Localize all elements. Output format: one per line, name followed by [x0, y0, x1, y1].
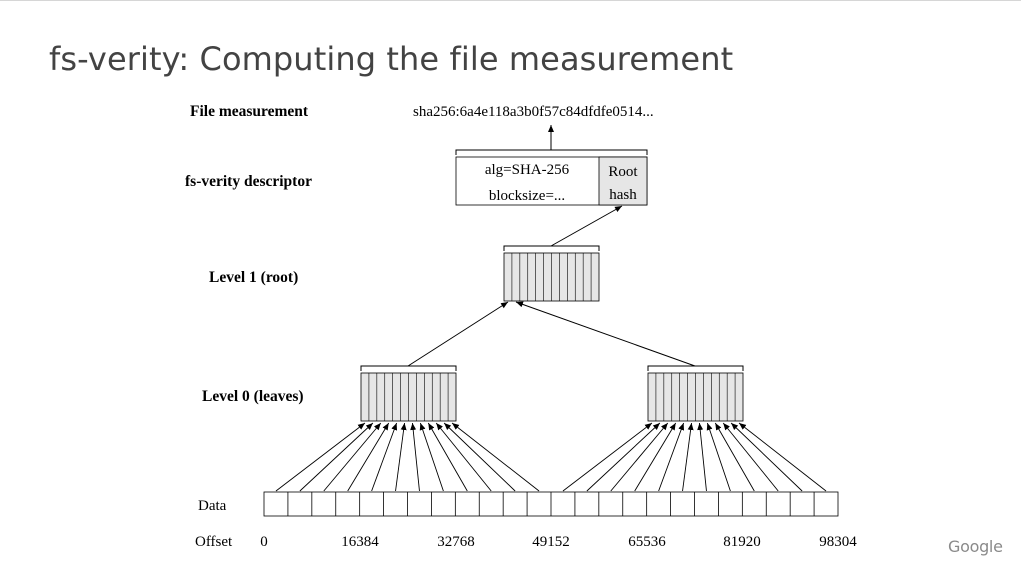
data-to-leaf-arrow	[562, 422, 653, 492]
data-to-leaf-arrow	[697, 422, 707, 492]
data-to-leaf-arrow	[706, 422, 731, 492]
root-hash-label-1: Root	[608, 164, 638, 180]
data-to-leaf-arrow	[634, 422, 677, 492]
offset-label: 0	[260, 534, 268, 550]
root-to-descriptor-arrow	[550, 205, 623, 247]
google-logo: Google	[948, 537, 1003, 556]
data-to-leaf-arrow	[722, 422, 779, 492]
data-to-leaf-arrow	[395, 422, 407, 492]
descriptor-alg: alg=SHA-256	[485, 162, 570, 178]
data-to-leaf-arrow	[443, 422, 516, 492]
data-to-leaf-arrow	[682, 422, 694, 492]
slide-title: fs-verity: Computing the file measuremen…	[49, 40, 734, 78]
offset-label: 32768	[437, 534, 475, 550]
offset-label: 65536	[628, 534, 666, 550]
label-descriptor: fs-verity descriptor	[185, 173, 312, 190]
label-level1: Level 1 (root)	[209, 269, 298, 286]
data-to-leaf-arrow	[730, 422, 803, 492]
data-to-leaf-arrow	[419, 422, 444, 492]
left-leaf-to-root-arrow	[407, 301, 509, 367]
file-measurement-value: sha256:6a4e118a3b0f57c84dfdfe0514...	[413, 104, 654, 120]
data-to-leaf-arrow	[323, 422, 382, 492]
data-to-leaf-arrow	[714, 422, 755, 492]
level0-right-hash-block	[647, 372, 744, 422]
root-hash-label-2: hash	[609, 187, 637, 203]
data-to-leaf-arrow	[435, 422, 492, 492]
data-to-leaf-arrow	[347, 422, 390, 492]
offset-label: 49152	[532, 534, 570, 550]
data-to-leaf-arrow	[299, 422, 374, 492]
data-to-leaf-arrow	[658, 422, 685, 492]
root-hash-cell	[598, 156, 648, 206]
offset-label: 16384	[341, 534, 379, 550]
offset-label: 98304	[819, 534, 857, 550]
offset-label: 81920	[723, 534, 761, 550]
data-to-leaf-arrow	[410, 422, 420, 492]
label-offset: Offset	[195, 534, 233, 550]
level1-bracket	[503, 245, 600, 251]
level0-left-bracket	[360, 365, 457, 371]
label-file-measurement: File measurement	[190, 103, 309, 120]
data-to-leaf-arrow	[275, 422, 366, 492]
right-leaf-to-root-arrow	[515, 301, 696, 367]
descriptor-blocksize: blocksize=...	[489, 188, 565, 204]
data-to-leaf-arrows	[275, 422, 827, 492]
top-divider	[0, 0, 1021, 1]
data-to-leaf-arrow	[371, 422, 398, 492]
data-blocks-row	[263, 491, 839, 517]
data-to-leaf-arrow	[586, 422, 661, 492]
data-to-leaf-arrow	[610, 422, 669, 492]
label-data: Data	[198, 498, 227, 514]
level0-left-hash-block	[360, 372, 457, 422]
level0-right-bracket	[647, 365, 744, 371]
label-level0: Level 0 (leaves)	[202, 388, 304, 405]
level1-hash-block	[503, 252, 600, 302]
descriptor-bracket	[455, 149, 648, 155]
data-to-leaf-arrow	[451, 422, 540, 492]
data-to-leaf-arrow	[738, 422, 827, 492]
data-to-leaf-arrow	[427, 422, 468, 492]
